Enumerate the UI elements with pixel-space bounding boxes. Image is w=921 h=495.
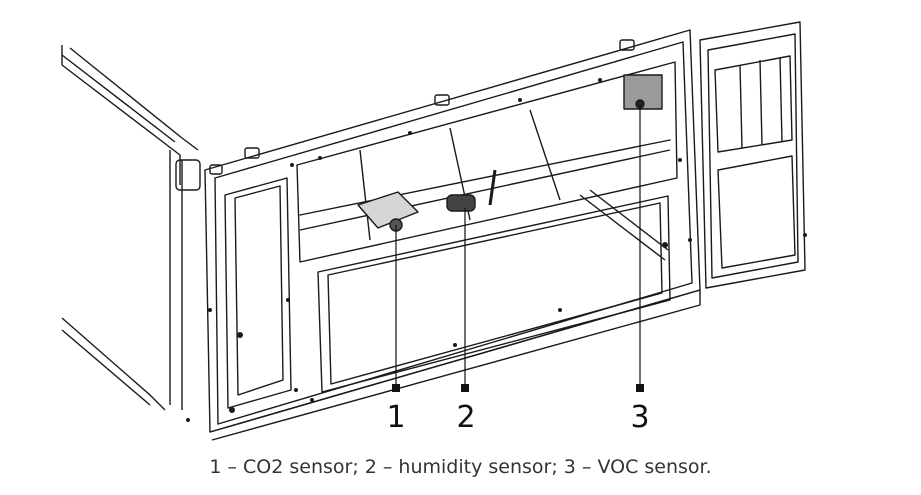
front-frame	[204, 29, 701, 441]
left-casing	[61, 45, 201, 411]
humidity-sensor	[446, 169, 497, 212]
callout-3-number: 3	[630, 400, 649, 435]
callout-2-number: 2	[456, 400, 475, 435]
co2-sensor	[357, 191, 419, 232]
callout-3: 3	[630, 104, 650, 435]
top-handles	[209, 39, 635, 175]
callout-1-number: 1	[386, 400, 405, 435]
callout-2: 2	[456, 208, 476, 435]
screws	[186, 78, 807, 422]
voc-sensor	[623, 74, 663, 110]
callout-1: 1	[386, 225, 406, 435]
figure-caption: 1 – CO2 sensor; 2 – humidity sensor; 3 –…	[209, 456, 712, 478]
right-module	[699, 21, 806, 289]
